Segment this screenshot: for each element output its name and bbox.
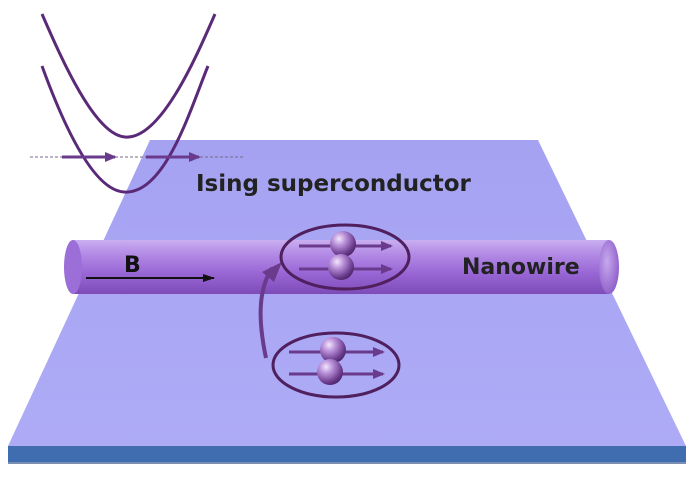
band-structure-plot bbox=[30, 13, 244, 194]
cooper-pair-in-substrate bbox=[271, 331, 401, 399]
field-label: B bbox=[124, 253, 141, 278]
electron-wire-bottom bbox=[328, 254, 354, 280]
pair-ellipse-substrate bbox=[271, 331, 401, 399]
nanowire-label: Nanowire bbox=[462, 255, 580, 280]
nanowire-right-end bbox=[599, 240, 619, 294]
electron-substrate-top bbox=[320, 337, 346, 363]
superconductor-label: Ising superconductor bbox=[196, 171, 472, 197]
pair-ellipse-wire bbox=[279, 223, 411, 291]
band-curve-lower bbox=[40, 65, 210, 194]
electron-substrate-bottom bbox=[317, 359, 343, 385]
tunneling-arrow-head bbox=[262, 262, 282, 282]
electron-wire-top bbox=[330, 231, 356, 257]
band-curve-upper bbox=[40, 13, 217, 139]
cooper-pair-in-wire bbox=[279, 223, 411, 291]
nanowire-left-end bbox=[64, 240, 82, 294]
magnetic-field: B bbox=[86, 253, 215, 282]
slab-front-edge bbox=[8, 446, 686, 462]
